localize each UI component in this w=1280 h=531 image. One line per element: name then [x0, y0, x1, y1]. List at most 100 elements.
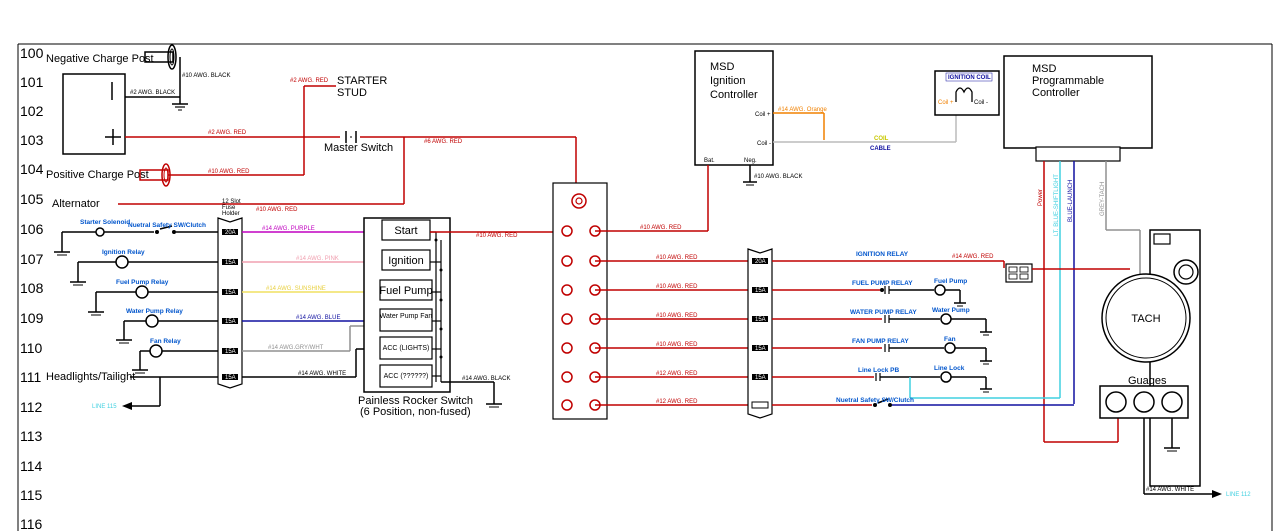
- water-pump-relay-label: Water Pump Relay: [126, 308, 183, 315]
- ignition-coil: IGNITION COIL Coil + Coil -: [934, 70, 1000, 116]
- battery-section: Negative Charge Post #10 AWG. BLACK #2 A…: [46, 44, 230, 210]
- water-pump-icon: [940, 313, 952, 325]
- right-fuse-block: 20A 15A 15A 15A 15A: [747, 248, 773, 419]
- wire-label-power: Power: [1038, 189, 1044, 206]
- line-number: 101: [20, 74, 44, 90]
- terminal: [561, 225, 573, 237]
- fuse-label: 20A: [225, 230, 236, 236]
- left-components: Starter Solenoid Nuetral Safety SW/Clutc…: [46, 219, 222, 410]
- coil-cable-label-2: CABLE: [870, 146, 891, 152]
- fuse: [222, 318, 238, 324]
- wire-label-14-red-relay: #14 AWG. RED: [952, 254, 994, 260]
- switch-ignition[interactable]: [381, 249, 431, 271]
- terminal: [561, 342, 573, 354]
- fuse: [752, 345, 768, 351]
- fuse: [752, 316, 768, 322]
- ignition-relay-icon: [115, 255, 129, 269]
- line-number: 116: [20, 516, 43, 531]
- line-number: 110: [20, 340, 43, 356]
- wire-label-14-gry-wht: #14 AWG.GRY/WHT: [268, 345, 324, 351]
- fuse: [752, 287, 768, 293]
- switch-start[interactable]: [381, 219, 431, 241]
- wire-label-2-red-103: #2 AWG. RED: [208, 130, 247, 136]
- fuse: [222, 374, 238, 380]
- arrow-left-icon: [122, 402, 132, 410]
- line-lock-pb-label: Line Lock PB: [858, 367, 899, 374]
- switch-label: Water Pump Fan: [380, 313, 433, 320]
- gauge-icon: [1105, 391, 1127, 413]
- switch-water-pump-fan[interactable]: [379, 308, 433, 332]
- msd-coil-plus: Coil +: [755, 112, 771, 118]
- positive-post-label: Positive Charge Post: [46, 169, 149, 181]
- power-distribution-block: [552, 182, 608, 420]
- wire-label-blue-launch: BLUE-LAUNCH: [1068, 180, 1074, 222]
- neutral-safety-right-icon: [877, 398, 889, 404]
- alternator-label: Alternator: [52, 198, 100, 210]
- line-number: 109: [20, 310, 44, 326]
- wire-label-10-red-105: #10 AWG. RED: [256, 207, 298, 213]
- fuse-label: 15A: [755, 346, 766, 352]
- fuel-pump-icon: [934, 284, 946, 296]
- fuse: [222, 259, 238, 265]
- switch-fuel-pump[interactable]: [379, 279, 433, 301]
- battery: [62, 73, 126, 155]
- line-number: 114: [20, 458, 43, 474]
- terminal: [561, 255, 573, 267]
- starter-stud-label-1: STARTER: [337, 75, 387, 87]
- wire-label-14-blue: #14 AWG. BLUE: [296, 315, 340, 321]
- line-number: 104: [20, 161, 44, 177]
- negative-post: [144, 51, 174, 63]
- negative-post-label: Negative Charge Post: [46, 53, 154, 65]
- power-wires: #2 AWG. RED #2 AWG. RED STARTER STUD Mas…: [118, 75, 577, 213]
- line-lock-icon: [940, 371, 952, 383]
- fuse-block-title-1: 12 Slot: [222, 199, 241, 205]
- terminal: [561, 399, 573, 411]
- line-number: 107: [20, 251, 44, 267]
- ignition-coil-title: IGNITION COIL: [948, 75, 991, 81]
- wire-label-10-red-104: #10 AWG. RED: [208, 169, 250, 175]
- wire-label-14-purple: #14 AWG. PURPLE: [262, 226, 315, 232]
- msd-neg: Neg.: [744, 158, 757, 164]
- fuse-label: 15A: [755, 288, 766, 294]
- wire-label-14-yellow: #14 AWG. SUNSHINE: [266, 286, 326, 292]
- fan-label: Fan: [944, 336, 956, 343]
- fan-pump-relay-right-label: FAN PUMP RELAY: [852, 338, 909, 345]
- wire-label-lt-blue: LT. BLUE-SHIFTLIGHT: [1054, 174, 1060, 236]
- starter-solenoid-icon: [95, 227, 105, 237]
- wire-label-12-red-r5: #12 AWG. RED: [656, 371, 698, 377]
- starter-stud-label-2: STUD: [337, 87, 367, 99]
- line-number: 106: [20, 221, 44, 237]
- switch-label: Fuel Pump: [379, 285, 432, 297]
- wire-label-2-red-starter: #2 AWG. RED: [290, 78, 329, 84]
- wire-label-2-black-battery: #2 AWG. BLACK: [130, 90, 175, 96]
- line-lock-label: Line Lock: [934, 365, 965, 372]
- switch-label: ACC (??????): [384, 373, 429, 380]
- terminal: [561, 284, 573, 296]
- rocker-switch-caption-1: Painless Rocker Switch: [358, 395, 473, 407]
- msd-prog-title-3: Controller: [1032, 87, 1080, 99]
- fuse-label: 15A: [225, 260, 236, 266]
- ignition-relay-label: Ignition Relay: [102, 249, 145, 256]
- wire-label-10-red-msd: #10 AWG. RED: [640, 225, 682, 231]
- fuse-label: 15A: [225, 375, 236, 381]
- ignition-coil-plus: Coil +: [938, 100, 954, 106]
- fuse-label: 15A: [755, 375, 766, 381]
- right-components: IGNITION RELAY #14 AWG. RED FUEL PUMP RE…: [772, 251, 1130, 407]
- terminal: [561, 371, 573, 383]
- msd-ignition-controller: MSD Ignition Controller Coil + Coil - Ba…: [595, 50, 957, 232]
- starter-solenoid-label: Starter Solenoid: [80, 219, 130, 226]
- msd-ignition-title-2: Ignition: [710, 75, 745, 87]
- msd-programmable-controller: MSD Programmable Controller Power LT. BL…: [1003, 55, 1153, 443]
- fuse: [752, 374, 768, 380]
- switch-acc-lights[interactable]: [379, 336, 433, 360]
- terminal: [561, 313, 573, 325]
- wire-label-14-pink: #14 AWG. PINK: [296, 256, 339, 262]
- rocker-switch-caption-2: (6 Position, non-fused): [360, 406, 471, 418]
- arrow-right-icon: [1212, 490, 1222, 498]
- line-number: 108: [20, 280, 44, 296]
- fuse: [222, 348, 238, 354]
- line-number: 103: [20, 132, 44, 148]
- fan-relay-icon: [149, 344, 163, 358]
- fuse: [751, 401, 769, 409]
- wire-label-6-red: #6 AWG. RED: [424, 139, 463, 145]
